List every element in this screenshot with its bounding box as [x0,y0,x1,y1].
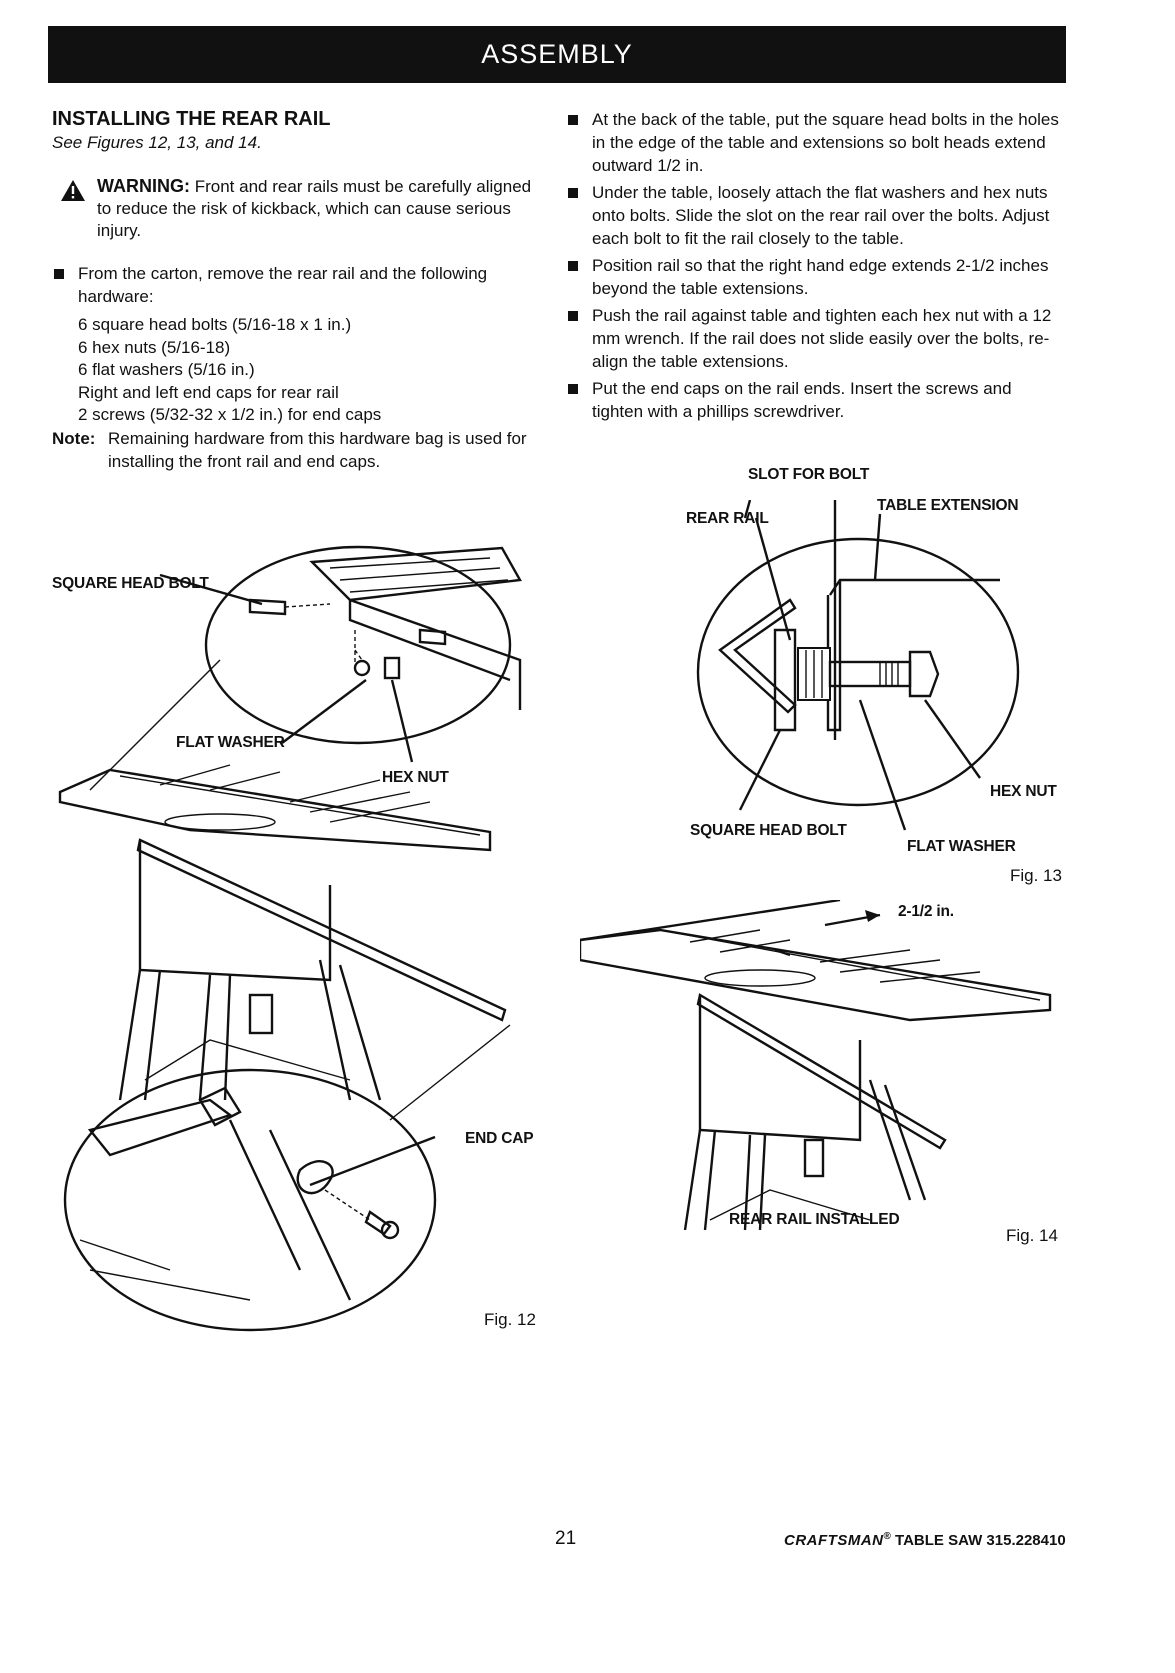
hardware-item: 6 flat washers (5/16 in.) [78,360,255,379]
list-item: Position rail so that the right hand edg… [566,254,1066,300]
figure-13-illustration [696,500,1020,831]
fig14-label-dimension: 2-1/2 in. [898,903,954,920]
fig12-label-square-head-bolt: SQUARE HEAD BOLT [52,575,209,592]
hardware-item: 6 square head bolts (5/16-18 x 1 in.) [78,315,352,334]
hardware-list: 6 square head bolts (5/16-18 x 1 in.) 6 … [52,314,542,427]
left-column: INSTALLING THE REAR RAIL See Figures 12,… [52,108,542,473]
fig13-label-slot-for-bolt: SLOT FOR BOLT [748,466,870,483]
warning-text: Front and rear rails must be carefully a… [97,177,532,240]
note-text: Remaining hardware from this hardware ba… [108,428,527,471]
section-title: INSTALLING THE REAR RAIL [52,108,331,130]
list-item: Put the end caps on the rail ends. Inser… [566,377,1066,423]
fig13-label-square-head-bolt: SQUARE HEAD BOLT [690,822,847,839]
fig12-label-end-cap: END CAP [465,1130,534,1147]
note-label: Note: [52,428,96,448]
footer-product: CRAFTSMAN® TABLE SAW 315.228410 [784,1531,1066,1549]
list-item: At the back of the table, put the square… [566,108,1066,177]
left-bullet-list: From the carton, remove the rear rail an… [52,262,542,308]
fig14-label-rear-rail-installed: REAR RAIL INSTALLED [729,1211,900,1228]
note-block: Note: Remaining hardware from this hardw… [52,427,542,473]
figure-14-illustration [580,900,1052,1230]
fig13-label-rear-rail: REAR RAIL [686,510,769,527]
fig14-caption: Fig. 14 [1006,1226,1058,1245]
list-item: From the carton, remove the rear rail an… [52,262,542,308]
warning-block: WARNING: Front and rear rails must be ca… [52,175,542,242]
figure-12-illustration [58,545,522,1332]
list-item: Push the rail against table and tighten … [566,304,1066,373]
page-number: 21 [555,1528,577,1549]
brand-logo: CRAFTSMAN [784,1532,884,1549]
warning-word: WARNING: [97,176,190,196]
right-column: At the back of the table, put the square… [566,108,1066,427]
fig13-label-flat-washer: FLAT WASHER [907,838,1016,855]
header-title: ASSEMBLY [481,39,633,69]
hardware-item: 2 screws (5/32-32 x 1/2 in.) for end cap… [78,405,382,424]
hardware-item: Right and left end caps for rear rail [78,382,339,402]
fig12-caption: Fig. 12 [484,1310,536,1329]
hardware-item: 6 hex nuts (5/16-18) [78,337,231,357]
fig12-label-flat-washer: FLAT WASHER [176,734,285,751]
warning-triangle-icon [61,180,85,201]
fig13-label-hex-nut: HEX NUT [990,783,1057,800]
product-name: TABLE SAW 315.228410 [895,1532,1066,1549]
right-bullet-list: At the back of the table, put the square… [566,108,1066,423]
list-item: Under the table, loosely attach the flat… [566,181,1066,250]
fig13-caption: Fig. 13 [1010,866,1062,885]
section-header-banner: ASSEMBLY [48,26,1066,83]
fig13-label-table-extension: TABLE EXTENSION [877,497,1019,514]
section-subtitle: See Figures 12, 13, and 14. [52,133,262,152]
fig12-label-hex-nut: HEX NUT [382,769,449,786]
